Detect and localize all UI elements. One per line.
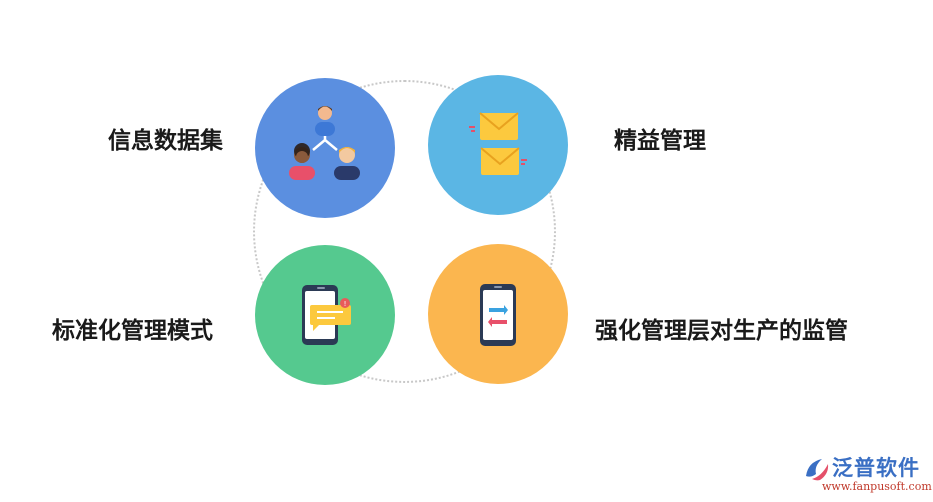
brand-logo: 泛普软件 www.fanpusoft.com <box>800 452 932 498</box>
circle-lean-management <box>428 75 568 215</box>
phone-transfer-icon <box>480 284 516 346</box>
label-lean-management: 精益管理 <box>614 128 706 154</box>
logo-url-text: www.fanpusoft.com <box>822 480 932 493</box>
label-info-data: 信息数据集 <box>108 128 223 154</box>
label-standardization: 标准化管理模式 <box>52 318 213 344</box>
people-hierarchy-icon <box>289 106 360 180</box>
circle-standardization: ! <box>255 245 395 385</box>
label-supervision: 强化管理层对生产的监管 <box>595 318 848 344</box>
circle-supervision <box>428 244 568 384</box>
phone-message-icon: ! <box>302 285 351 345</box>
svg-text:!: ! <box>344 300 347 308</box>
circle-info-data <box>255 78 395 218</box>
logo-icon <box>806 459 829 481</box>
envelopes-icon <box>469 112 527 175</box>
dotted-ring <box>253 80 556 383</box>
logo-brand-text: 泛普软件 <box>832 456 920 480</box>
